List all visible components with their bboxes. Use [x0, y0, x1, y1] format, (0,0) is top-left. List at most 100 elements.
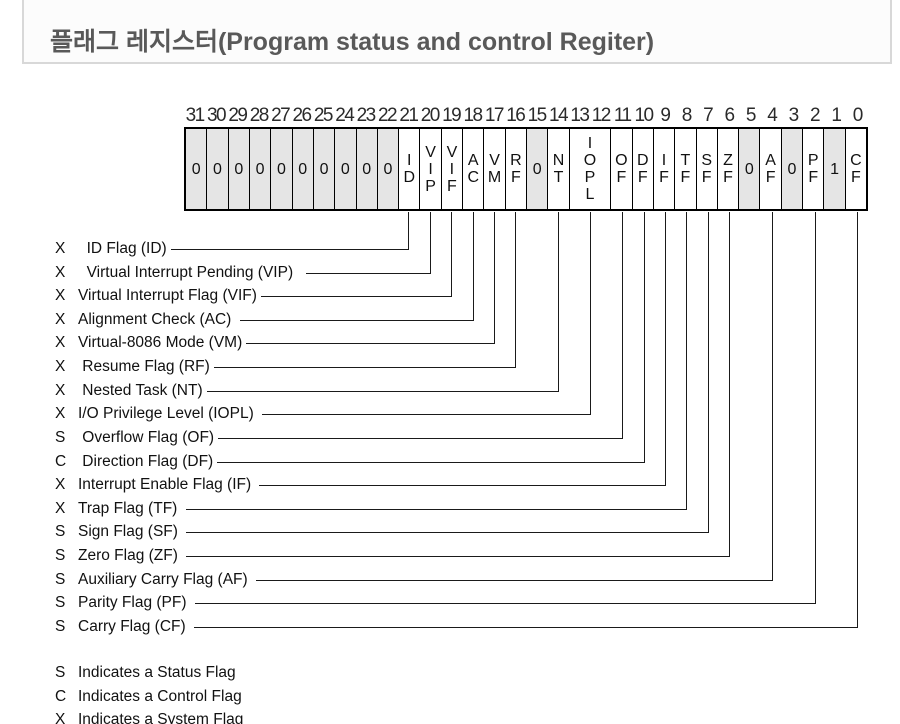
flag-type-letter: X: [55, 311, 66, 328]
connector-VIP-horizontal: [306, 273, 431, 274]
bit-cell-label-char: 0: [744, 160, 754, 178]
bit-cell-27: 0: [270, 129, 292, 209]
flag-type-letter: S: [55, 523, 66, 540]
bit-cell-label-char: I: [661, 152, 667, 169]
bit-number-17: 17: [484, 105, 505, 126]
flag-type-letter: X: [55, 405, 66, 422]
bit-cell-label-char: N: [552, 152, 565, 169]
connector-VIF-vertical: [451, 212, 452, 297]
bit-cell-label-char: M: [487, 169, 502, 186]
flag-type-letter: X: [55, 264, 66, 281]
flag-row-VIP: X Virtual Interrupt Pending (VIP): [55, 263, 302, 283]
bit-cell-label-char: 0: [213, 160, 222, 178]
bit-cell-label-char: A: [467, 152, 479, 169]
flag-type-letter: S: [55, 594, 66, 611]
bit-cell-label-char: S: [701, 152, 712, 169]
flag-name: ID Flag (ID): [78, 240, 167, 257]
bit-cell-label-char: F: [701, 169, 712, 186]
bit-number-31: 31: [185, 105, 206, 126]
bit-number-1: 1: [831, 105, 842, 126]
bit-cell-label-char: F: [765, 169, 776, 186]
flag-name: Trap Flag (TF): [78, 500, 182, 517]
connector-CF-horizontal: [194, 627, 858, 628]
bit-number-6: 6: [724, 105, 736, 126]
connector-RF-vertical: [515, 212, 516, 368]
bit-cell-label-char: P: [807, 152, 819, 169]
bit-cell-label-char: 0: [191, 160, 201, 178]
flag-type-letter: S: [55, 429, 66, 446]
bit-number-9: 9: [660, 105, 671, 126]
flag-name: Auxiliary Carry Flag (AF): [78, 571, 252, 588]
bit-cell-label-char: T: [553, 169, 564, 186]
bit-cell-label-char: 1: [830, 160, 839, 178]
bit-cell-label-char: I: [449, 160, 455, 178]
flag-type-letter: X: [55, 500, 66, 517]
connector-VM-horizontal: [246, 343, 495, 344]
bit-cell-29: 0: [227, 129, 249, 209]
bit-number-29: 29: [228, 105, 248, 126]
bit-cell-31: 0: [186, 129, 207, 209]
bit-cell-label-char: D: [636, 152, 649, 169]
bit-number-0: 0: [852, 105, 864, 126]
bit-cell-label-char: R: [510, 152, 522, 169]
bit-number-11: 11: [613, 105, 632, 126]
bit-number-13: 13: [570, 105, 590, 126]
connector-ZF-horizontal: [186, 556, 730, 557]
legend-text: Indicates a Status Flag: [78, 664, 236, 681]
bit-cell-label-char: F: [510, 169, 521, 186]
connector-ZF-vertical: [729, 212, 730, 557]
bit-number-7: 7: [703, 105, 714, 126]
connector-OF-horizontal: [218, 438, 623, 439]
legend-type-letter: C: [55, 688, 67, 705]
flag-type-letter: S: [55, 618, 66, 635]
flag-row-DF: C Direction Flag (DF): [55, 452, 213, 472]
flag-name: Carry Flag (CF): [78, 618, 190, 635]
bit-number-3: 3: [788, 105, 800, 126]
connector-AC-vertical: [473, 212, 474, 321]
bit-cell-26: 0: [291, 129, 313, 209]
flag-row-ID: X ID Flag (ID): [55, 239, 167, 259]
bit-number-20: 20: [420, 105, 441, 126]
flag-name: I/O Privilege Level (IOPL): [78, 405, 259, 422]
bit-cell-label-char: 0: [787, 160, 797, 178]
flag-name: Sign Flag (SF): [78, 523, 183, 540]
connector-NT-horizontal: [207, 391, 559, 392]
bit-cell-15: 0: [526, 129, 548, 209]
bit-cell-label-char: F: [659, 169, 669, 186]
bit-cell-label-char: D: [403, 169, 416, 186]
bit-cell-1: 1: [823, 129, 845, 209]
flag-name: Nested Task (NT): [78, 382, 203, 399]
bit-number-4: 4: [767, 105, 778, 126]
flag-name: Virtual Interrupt Pending (VIP): [78, 264, 302, 281]
flag-type-letter: X: [55, 240, 66, 257]
bit-number-8: 8: [681, 105, 693, 126]
connector-PF-vertical: [815, 212, 816, 604]
bit-cell-label-char: P: [584, 169, 596, 186]
flag-type-letter: X: [55, 334, 66, 351]
connector-VM-vertical: [494, 212, 495, 344]
connector-IOPL-vertical: [590, 212, 591, 415]
connector-AF-vertical: [772, 212, 773, 581]
bit-number-22: 22: [377, 105, 398, 126]
connector-VIP-vertical: [430, 212, 431, 274]
flag-row-NT: X Nested Task (NT): [55, 381, 203, 401]
bit-cell-25: 0: [312, 129, 335, 209]
flag-row-IOPL: X I/O Privilege Level (IOPL): [55, 404, 258, 424]
bit-cell-30: 0: [206, 129, 228, 209]
page-title: 플래그 레지스터(Program status and control Regi…: [50, 28, 655, 56]
bit-number-26: 26: [292, 105, 312, 126]
flag-name: Resume Flag (RF): [78, 358, 210, 375]
legend-type-letter: X: [55, 711, 66, 724]
bit-cell-label-char: P: [425, 177, 436, 195]
bit-cell-label-char: 0: [255, 160, 265, 178]
